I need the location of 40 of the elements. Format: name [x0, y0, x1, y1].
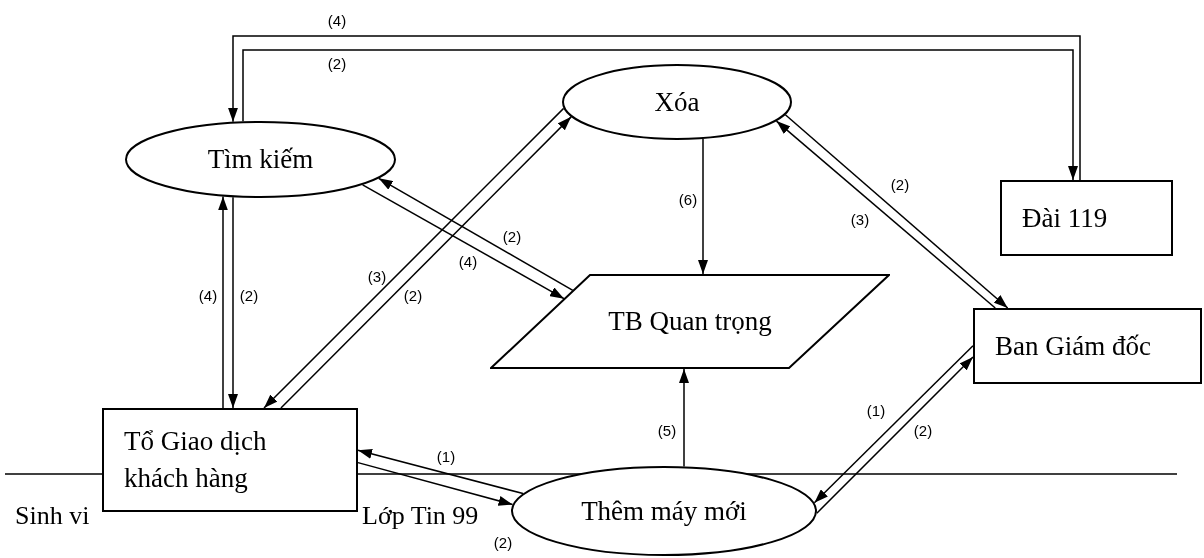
arrow	[698, 138, 708, 275]
node-text: Thêm máy mới	[581, 494, 747, 528]
edge-label: (2)	[912, 422, 934, 438]
edge-label: (2)	[402, 287, 424, 303]
edge-label: (3)	[366, 268, 388, 284]
edge-label: (2)	[238, 287, 260, 303]
edge-label: (1)	[865, 402, 887, 418]
edge-label: (6)	[677, 191, 699, 207]
node-text: Tìm kiếm	[207, 143, 314, 176]
edge-label: (4)	[457, 253, 479, 269]
edge-label: (2)	[326, 55, 348, 71]
arrow	[361, 184, 565, 300]
process-box	[102, 408, 358, 512]
arrow	[218, 195, 228, 409]
node-text: Tổ Giao dịch khách hàng	[124, 425, 268, 495]
ellipse-node	[511, 466, 817, 556]
arrow	[377, 177, 574, 292]
edge-label: (2)	[501, 228, 523, 244]
ellipse-node	[562, 64, 792, 140]
node-text: Xóa	[654, 85, 700, 119]
edge-label: (5)	[656, 422, 678, 438]
parallelogram-node	[490, 274, 890, 369]
arrow	[357, 461, 514, 506]
edge-label: (4)	[197, 287, 219, 303]
ellipse-node	[125, 121, 396, 198]
edge-label: (2)	[492, 534, 514, 550]
edge-label: (1)	[435, 448, 457, 464]
node-text: Ban Giám đốc	[995, 329, 1151, 363]
arrow	[228, 196, 238, 409]
process-box	[1000, 180, 1173, 256]
footer-text: Sinh vi	[15, 500, 90, 532]
edge-label: (3)	[849, 211, 871, 227]
edge-label: (4)	[326, 12, 348, 28]
arrow	[679, 368, 689, 468]
footer-text: Lớp Tin 99	[362, 500, 479, 532]
node-text: Đài 119	[1022, 201, 1108, 235]
node-text: TB Quan trọng	[608, 305, 772, 338]
process-box	[973, 308, 1202, 384]
arrow	[357, 449, 524, 495]
edge-label: (2)	[889, 176, 911, 192]
